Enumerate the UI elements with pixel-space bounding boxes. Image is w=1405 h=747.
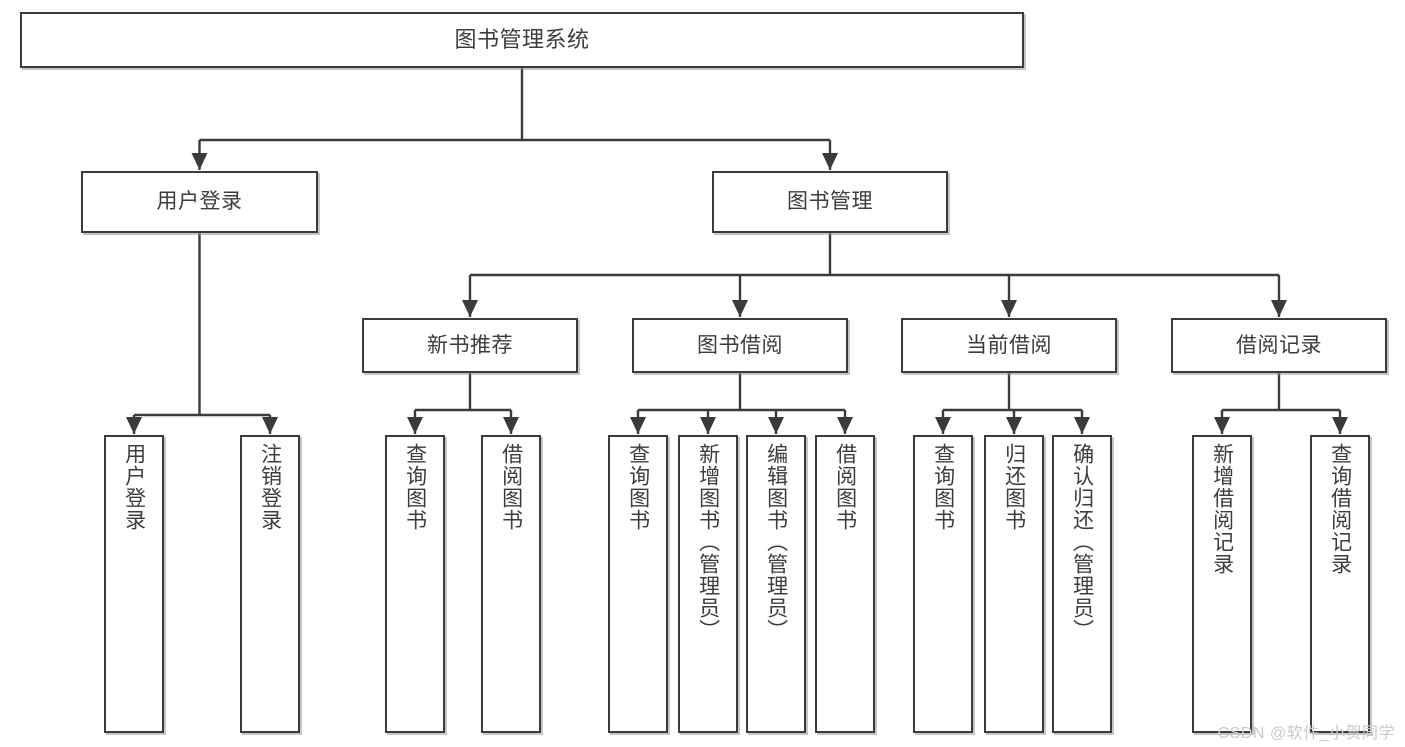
node-label: 借阅图书: [833, 443, 857, 531]
node-leaf-confirm-return[interactable]: 确认归还（管理员）: [1052, 435, 1112, 733]
node-label: 查询图书: [626, 443, 650, 531]
node-current-borrowing[interactable]: 当前借阅: [901, 318, 1117, 373]
node-label: 编辑图书（管理员）: [764, 443, 788, 641]
node-leaf-edit-book[interactable]: 编辑图书（管理员）: [746, 435, 806, 733]
node-leaf-borrow-book-1[interactable]: 借阅图书: [481, 435, 541, 733]
node-leaf-query-borrow-record[interactable]: 查询借阅记录: [1310, 435, 1370, 733]
node-label: 图书管理: [787, 190, 873, 214]
node-leaf-user-logout[interactable]: 注销登录: [240, 435, 300, 733]
node-leaf-query-book-3[interactable]: 查询图书: [913, 435, 973, 733]
node-leaf-query-book-1[interactable]: 查询图书: [385, 435, 445, 733]
node-label: 借阅记录: [1236, 333, 1322, 357]
node-leaf-user-login[interactable]: 用户登录: [104, 435, 164, 733]
node-leaf-add-book[interactable]: 新增图书（管理员）: [678, 435, 738, 733]
node-label: 图书管理系统: [454, 26, 590, 52]
node-user-login[interactable]: 用户登录: [81, 171, 318, 233]
node-label: 新书推荐: [427, 333, 513, 357]
node-label: 归还图书: [1002, 443, 1026, 531]
node-leaf-return-book[interactable]: 归还图书: [984, 435, 1044, 733]
node-label: 新增借阅记录: [1210, 443, 1234, 575]
node-label: 查询图书: [403, 443, 427, 531]
node-label: 当前借阅: [966, 333, 1052, 357]
node-label: 确认归还（管理员）: [1070, 443, 1094, 641]
node-label: 借阅图书: [499, 443, 523, 531]
node-label: 用户登录: [122, 443, 146, 531]
node-root-system[interactable]: 图书管理系统: [20, 12, 1024, 68]
node-leaf-query-book-2[interactable]: 查询图书: [608, 435, 668, 733]
node-book-borrowing[interactable]: 图书借阅: [632, 318, 848, 373]
node-leaf-borrow-book-2[interactable]: 借阅图书: [815, 435, 875, 733]
node-label: 图书借阅: [697, 333, 783, 357]
node-label: 查询图书: [931, 443, 955, 531]
node-borrow-records[interactable]: 借阅记录: [1171, 318, 1387, 373]
node-book-management[interactable]: 图书管理: [712, 171, 948, 233]
watermark-text: CSDN @软件_小贺同学: [1217, 725, 1395, 742]
node-leaf-add-borrow-record[interactable]: 新增借阅记录: [1192, 435, 1252, 733]
node-label: 注销登录: [258, 443, 282, 531]
node-new-book-recommendation[interactable]: 新书推荐: [362, 318, 578, 373]
node-label: 新增图书（管理员）: [696, 443, 720, 641]
node-label: 查询借阅记录: [1328, 443, 1352, 575]
node-label: 用户登录: [156, 190, 243, 214]
